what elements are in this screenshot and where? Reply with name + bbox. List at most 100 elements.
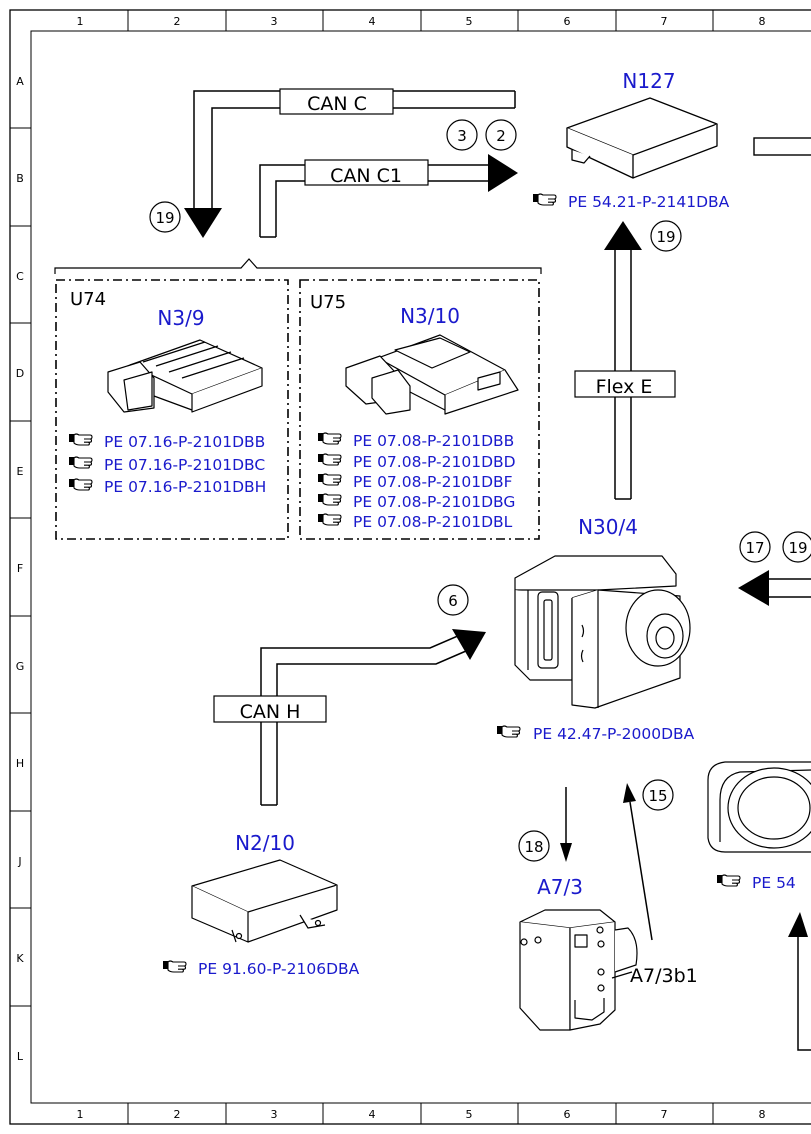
grid-row-label: J: [17, 855, 21, 868]
right-cluster-ref-link[interactable]: PE 54: [752, 874, 796, 892]
hand-pointer-icon: [68, 456, 93, 469]
can-c1-label: CAN C1: [330, 165, 402, 187]
svg-text:18: 18: [524, 838, 543, 856]
flex-e-label-box: [574, 370, 676, 398]
signal-number-18: 18: [518, 830, 550, 862]
can-c1-bus: [259, 154, 518, 238]
n2-10-ref-link[interactable]: PE 91.60-P-2106DBA: [198, 960, 360, 978]
n30-4-ref-link[interactable]: PE 42.47-P-2000DBA: [533, 725, 695, 743]
grid-row-labels: A B C D E F G H J K L: [16, 75, 25, 1063]
svg-text:15: 15: [648, 787, 667, 805]
n30-4-ref[interactable]: PE 42.47-P-2000DBA: [496, 725, 695, 743]
n3-10-ref-link[interactable]: PE 07.08-P-2101DBG: [353, 493, 515, 511]
signal-number-2: 2: [485, 119, 517, 151]
n3-9-ref-2[interactable]: PE 07.16-P-2101DBC: [68, 456, 265, 474]
can-c1-label-box: [304, 159, 429, 186]
hand-pointer-icon: [317, 473, 342, 486]
can-h-label: CAN H: [240, 701, 301, 723]
n3-9-ref-link[interactable]: PE 07.16-P-2101DBB: [104, 433, 265, 451]
grid-row-label: C: [16, 270, 24, 283]
n127-id: N127: [622, 69, 675, 93]
n3-10-ref-3[interactable]: PE 07.08-P-2101DBF: [317, 473, 513, 491]
grid-col-label: 4: [369, 15, 376, 28]
grid-col-label: 3: [271, 1108, 278, 1121]
hand-pointer-icon: [317, 513, 342, 526]
n3-10-ref-link[interactable]: PE 07.08-P-2101DBD: [353, 453, 516, 471]
n3-10-ref-2[interactable]: PE 07.08-P-2101DBD: [317, 453, 516, 471]
hand-pointer-icon: [532, 193, 557, 206]
svg-text:19: 19: [788, 539, 807, 557]
right-bus-stub: [753, 137, 811, 156]
n3-9-ref-1[interactable]: PE 07.16-P-2101DBB: [68, 433, 265, 451]
right-cluster-ref[interactable]: PE 54: [716, 874, 796, 892]
svg-text:2: 2: [496, 127, 506, 145]
n3-10-ref-5[interactable]: PE 07.08-P-2101DBL: [317, 513, 513, 531]
hand-pointer-icon: [317, 453, 342, 466]
group-bracket: [54, 258, 542, 274]
signal-number-19-right: 19: [782, 531, 811, 563]
n3-10-ref-1[interactable]: PE 07.08-P-2101DBB: [317, 432, 514, 450]
n3-10-ref-link[interactable]: PE 07.08-P-2101DBL: [353, 513, 513, 531]
grid-col-label: 8: [759, 1108, 766, 1121]
hand-pointer-icon: [317, 432, 342, 445]
n3-10-ecu-drawing: [345, 334, 519, 415]
n3-10-ref-link[interactable]: PE 07.08-P-2101DBB: [353, 432, 514, 450]
u74-group-frame: [55, 279, 289, 540]
grid-col-label: 4: [369, 1108, 376, 1121]
hand-pointer-icon: [162, 960, 187, 973]
grid-row-label: K: [16, 952, 24, 965]
u74-group-label: U74: [70, 289, 106, 310]
grid-col-label: 1: [77, 1108, 84, 1121]
n3-9-ref-3[interactable]: PE 07.16-P-2101DBH: [68, 478, 266, 496]
signal-number-15: 15: [642, 779, 674, 811]
n3-10-ref-4[interactable]: PE 07.08-P-2101DBG: [317, 493, 515, 511]
hand-pointer-icon: [716, 874, 741, 887]
n3-9-ref-link[interactable]: PE 07.16-P-2101DBH: [104, 478, 266, 496]
n2-10-module-drawing: [191, 859, 338, 943]
can-c-label-box: [279, 88, 394, 115]
signal-number-3: 3: [446, 119, 478, 151]
grid-col-label: 5: [466, 15, 473, 28]
grid-row-label: D: [16, 367, 24, 380]
signal-arrow-18: [560, 787, 572, 862]
grid-col-label: 7: [661, 15, 668, 28]
grid-row-label: H: [16, 757, 24, 770]
svg-text:19: 19: [155, 209, 174, 227]
grid-col-label: 5: [466, 1108, 473, 1121]
hand-pointer-icon: [496, 725, 521, 738]
grid-row-label: F: [17, 562, 23, 575]
can-h-label-box: [213, 695, 327, 723]
can-c-bus: [184, 90, 516, 238]
grid-col-label: 2: [174, 1108, 181, 1121]
n127-ref[interactable]: PE 54.21-P-2141DBA: [532, 193, 730, 211]
right-bottom-bus: [788, 912, 811, 1051]
grid-row-label: E: [17, 465, 24, 478]
a7-3-unit-drawing: [519, 909, 638, 1031]
signal-number-6: 6: [437, 584, 469, 616]
grid-row-label: L: [17, 1050, 24, 1063]
n3-9-id: N3/9: [157, 306, 204, 330]
sheet-frame: [9, 9, 811, 1125]
signal-number-17: 17: [739, 531, 771, 563]
grid-column-labels-top: 1 2 3 4 5 6 7 8: [77, 15, 766, 28]
n127-module-drawing: [566, 97, 718, 179]
grid-col-label: 3: [271, 15, 278, 28]
svg-text:6: 6: [448, 592, 458, 610]
grid-column-labels-bottom: 1 2 3 4 5 6 7 8: [77, 1108, 766, 1121]
right-cluster-drawing: [707, 761, 811, 853]
hand-pointer-icon: [68, 433, 93, 446]
n3-9-ecu-drawing: [107, 339, 263, 413]
n30-4-unit-drawing: [514, 555, 691, 709]
right-input-arrow: [738, 570, 811, 606]
flex-e-label: Flex E: [596, 376, 653, 398]
n2-10-ref[interactable]: PE 91.60-P-2106DBA: [162, 960, 360, 978]
n3-10-ref-link[interactable]: PE 07.08-P-2101DBF: [353, 473, 513, 491]
grid-row-label: A: [16, 75, 24, 88]
u75-group-label: U75: [310, 292, 346, 313]
hand-pointer-icon: [68, 478, 93, 491]
n127-ref-link[interactable]: PE 54.21-P-2141DBA: [568, 193, 730, 211]
n2-10-id: N2/10: [235, 831, 295, 855]
a7-3b1-label: A7/3b1: [630, 965, 698, 987]
n3-9-ref-link[interactable]: PE 07.16-P-2101DBC: [104, 456, 265, 474]
grid-row-label: B: [16, 172, 24, 185]
